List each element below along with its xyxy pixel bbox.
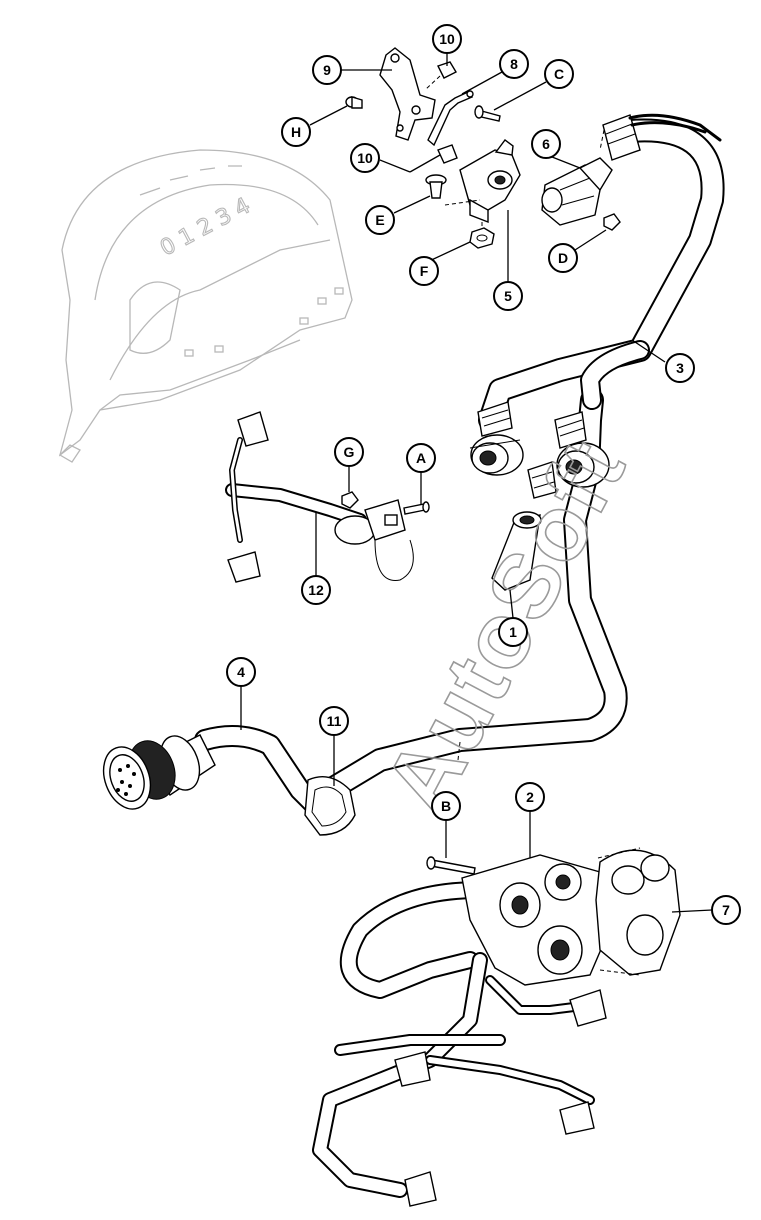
clip-10-lower — [437, 144, 458, 164]
callout-2: 2 — [515, 782, 545, 812]
callout-4: 4 — [226, 657, 256, 687]
gasket-7 — [595, 849, 681, 976]
callout-5: 5 — [493, 281, 523, 311]
callout-A: A — [406, 443, 436, 473]
svg-text:3: 3 — [676, 360, 684, 376]
screw-A — [403, 501, 430, 515]
callout-6: 6 — [531, 129, 561, 159]
svg-text:9: 9 — [323, 62, 331, 78]
svg-text:7: 7 — [722, 902, 730, 918]
nut-G — [341, 491, 359, 509]
svg-text:F: F — [420, 263, 429, 279]
svg-text:B: B — [441, 798, 451, 814]
harness-connector-left — [469, 401, 524, 476]
shifter-cover-ghost: 0 1 2 3 4 — [58, 149, 353, 463]
bolt-B — [426, 856, 476, 875]
callout-8: 8 — [499, 49, 529, 79]
svg-text:6: 6 — [542, 136, 550, 152]
clip-10-upper — [424, 61, 457, 91]
svg-text:12: 12 — [308, 582, 324, 598]
callout-G: G — [334, 437, 364, 467]
svg-text:A: A — [416, 450, 426, 466]
sleeve-connector-1 — [491, 511, 542, 591]
callout-E: E — [365, 205, 395, 235]
callout-7: 7 — [711, 895, 741, 925]
screw-C — [474, 105, 501, 122]
lower-harness — [312, 881, 607, 1207]
callout-9: 9 — [312, 55, 342, 85]
module-2 — [461, 854, 606, 986]
svg-text:10: 10 — [439, 31, 455, 47]
svg-text:4: 4 — [237, 664, 245, 680]
callout-3: 3 — [665, 353, 695, 383]
svg-text:G: G — [344, 444, 355, 460]
svg-text:D: D — [558, 250, 568, 266]
svg-text:H: H — [291, 124, 301, 140]
callout-B: B — [431, 791, 461, 821]
svg-text:2: 2 — [526, 789, 534, 805]
clamp-11 — [304, 776, 356, 836]
svg-text:11: 11 — [327, 713, 342, 729]
svg-text:8: 8 — [510, 56, 518, 72]
svg-text:10: 10 — [357, 150, 373, 166]
callout-D: D — [548, 243, 578, 273]
callout-12: 12 — [301, 575, 331, 605]
bracket-5 — [459, 139, 521, 224]
callout-10-upper: 10 — [432, 24, 462, 54]
svg-text:5: 5 — [504, 288, 512, 304]
callout-F: F — [409, 256, 439, 286]
bracket-9 — [379, 47, 436, 141]
branch-harness-4 — [194, 725, 331, 821]
callout-11: 11 — [319, 706, 349, 736]
svg-text:1: 1 — [509, 624, 517, 640]
callout-C: C — [544, 59, 574, 89]
callout-H: H — [281, 117, 311, 147]
callout-10-lower: 10 — [350, 143, 380, 173]
screw-H — [345, 96, 363, 109]
sensor-6 — [541, 157, 613, 226]
svg-text:E: E — [375, 212, 384, 228]
top-plug — [602, 113, 722, 161]
main-harness-3 — [318, 118, 725, 802]
sub-harness-12 — [225, 411, 414, 583]
plug-E — [425, 174, 447, 199]
svg-text:C: C — [554, 66, 564, 82]
callout-1: 1 — [498, 617, 528, 647]
nut-D — [603, 213, 621, 231]
harness-connector-right — [527, 411, 610, 499]
round-connector — [102, 734, 216, 810]
nut-F — [469, 227, 495, 249]
rod-8 — [427, 90, 474, 147]
